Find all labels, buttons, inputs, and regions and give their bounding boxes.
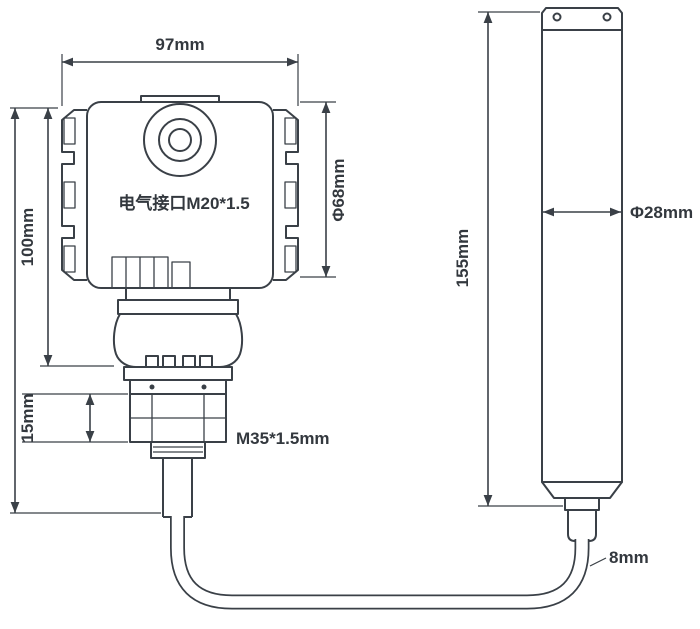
nut-height-label: 15mm	[18, 393, 37, 442]
probe-body	[541, 7, 623, 542]
probe-vent-hole-right	[602, 12, 612, 22]
electrical-interface-label: 电气接口M20*1.5	[118, 193, 249, 213]
connector-circle-mid	[158, 118, 202, 162]
cable-diameter-label: 8mm	[609, 548, 649, 567]
cable-gland	[567, 509, 597, 542]
neck-collar	[117, 299, 239, 315]
neck-upper	[125, 287, 231, 301]
dim-probe-length: 155mm	[453, 11, 563, 507]
flange-plate-upper	[123, 366, 233, 381]
dim-housing-diameter: Φ68mm	[300, 101, 348, 278]
housing-width-label: 97mm	[155, 35, 204, 54]
dim-overall-height	[10, 108, 161, 514]
dim-probe-diameter: Φ28mm	[543, 203, 693, 222]
dim-cable-diameter: 8mm	[589, 548, 649, 567]
connector-circle-outer	[143, 103, 217, 177]
dim-housing-height: 100mm	[10, 107, 114, 367]
process-dome	[112, 313, 244, 368]
transmitter-housing	[61, 95, 299, 518]
probe-vent-hole-left	[552, 12, 562, 22]
dim-nut-height: 15mm	[18, 393, 128, 443]
annotations: 电气接口M20*1.5 M35*1.5mm	[118, 193, 329, 448]
probe-stub	[564, 497, 600, 511]
flange-plate-lower	[129, 379, 227, 395]
outlet-tube	[162, 458, 193, 517]
connection-cable	[170, 514, 590, 610]
thread-spec-label: M35*1.5mm	[236, 429, 330, 448]
probe-length-label: 155mm	[453, 229, 472, 288]
dim-housing-width: 97mm	[61, 35, 299, 106]
probe-cylinder	[541, 29, 623, 483]
dimensions: 97mm 100mm 15mm Φ68mm 1	[10, 11, 693, 567]
thread-stub	[150, 441, 206, 459]
housing-height-label: 100mm	[18, 208, 37, 267]
probe-taper	[541, 481, 623, 499]
housing-diameter-label: Φ68mm	[329, 158, 348, 221]
probe-diameter-label: Φ28mm	[630, 203, 693, 222]
connector-circle-inner	[168, 128, 192, 152]
